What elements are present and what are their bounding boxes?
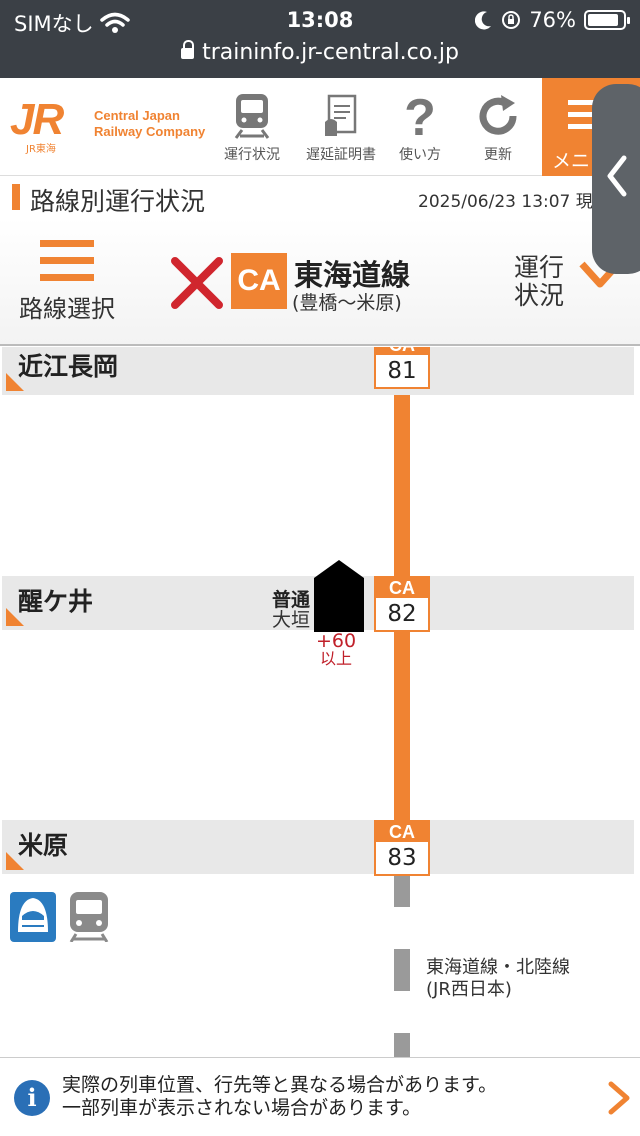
line-select-label: 路線選択 bbox=[19, 295, 115, 323]
clock: 13:08 bbox=[286, 8, 354, 32]
jr-mark: JR bbox=[10, 95, 64, 144]
carrier-area: SIMなし bbox=[14, 8, 130, 38]
chevron-right-icon[interactable] bbox=[606, 1080, 632, 1116]
status-label-1: 運行 bbox=[514, 253, 565, 282]
station-corner-mark bbox=[6, 608, 24, 626]
certificate-icon bbox=[325, 94, 357, 136]
train-front-icon bbox=[234, 94, 270, 139]
status-bar: SIMなし 13:08 76% traininfo.jr-central.co.… bbox=[0, 0, 640, 78]
page-title-row: 路線別運行状況 2025/06/23 13:07 現在 bbox=[0, 176, 640, 218]
station-line-code: CA bbox=[376, 347, 428, 355]
station-number-badge: CA 83 bbox=[374, 820, 430, 876]
shinkansen-icon[interactable] bbox=[10, 892, 56, 942]
train-destination: 大垣 bbox=[271, 609, 310, 631]
nav-refresh[interactable]: 更新 bbox=[462, 88, 534, 164]
question-icon: ? bbox=[404, 91, 436, 141]
list-icon bbox=[40, 240, 94, 281]
url-bar[interactable]: traininfo.jr-central.co.jp bbox=[0, 39, 640, 65]
station-number-badge: CA 81 bbox=[374, 347, 430, 389]
nav-operation-status[interactable]: 運行状況 bbox=[216, 88, 288, 164]
status-label-2: 状況 bbox=[514, 281, 565, 310]
battery-icon bbox=[584, 10, 630, 30]
notice-line-1: 実際の列車位置、行先等と異なる場合があります。 bbox=[62, 1074, 498, 1096]
nav-label: 更新 bbox=[484, 147, 512, 163]
conventional-train-icon[interactable] bbox=[66, 892, 112, 942]
notice-text: 実際の列車位置、行先等と異なる場合があります。 一部列車が表示されない場合があり… bbox=[62, 1074, 497, 1120]
updated-time: 2025/06/23 13:07 現在 bbox=[418, 192, 610, 212]
company-line-2: Railway Company bbox=[94, 124, 206, 139]
station-line-code: CA bbox=[389, 578, 415, 598]
line-bar: 路線選択 CA 東海道線 (豊橋〜米原) 運行 状況 bbox=[0, 218, 640, 346]
company-name: Central Japan Railway Company bbox=[94, 108, 205, 140]
nav-delay-certificate[interactable]: 遅延証明書 bbox=[296, 88, 386, 164]
nav-label: 遅延証明書 bbox=[306, 147, 376, 163]
station-row[interactable]: 米原 bbox=[2, 820, 634, 874]
track-segment-gray bbox=[394, 949, 410, 991]
station-line-code: CA bbox=[389, 822, 415, 842]
operation-status-button[interactable]: 運行 状況 bbox=[514, 254, 564, 310]
connecting-line-operator: (JR西日本) bbox=[426, 979, 512, 1000]
station-number-badge: CA 82 bbox=[374, 576, 430, 632]
station-corner-mark bbox=[6, 852, 24, 870]
lock-icon bbox=[181, 39, 195, 59]
hamburger-icon bbox=[568, 100, 598, 136]
station-number: 82 bbox=[376, 598, 428, 630]
jr-logo[interactable]: JR JR東海 bbox=[10, 98, 82, 158]
delay-suffix: 以上 bbox=[319, 649, 352, 668]
train-type: 普通 bbox=[271, 589, 310, 611]
connecting-line-name: 東海道線・北陸線 bbox=[426, 957, 570, 978]
station-name: 米原 bbox=[18, 831, 69, 860]
route-diagram: 近江長岡 CA 81 醒ケ井 CA 82 普通 大垣 +60 以上 米原 CA … bbox=[0, 347, 640, 1057]
track-segment-gray bbox=[394, 875, 410, 907]
station-name: 近江長岡 bbox=[18, 352, 119, 381]
info-icon: i bbox=[14, 1080, 50, 1116]
nav-label: 運行状況 bbox=[224, 147, 280, 163]
rotation-lock-icon bbox=[502, 11, 521, 29]
line-range: (豊橋〜米原) bbox=[292, 292, 402, 314]
station-row[interactable]: 近江長岡 bbox=[2, 347, 634, 395]
track-segment-gray bbox=[394, 1033, 410, 1057]
connecting-line-label: 東海道線・北陸線 (JR西日本) bbox=[426, 957, 570, 1001]
moon-icon bbox=[475, 11, 492, 30]
station-name: 醒ケ井 bbox=[18, 587, 94, 616]
site-header: JR JR東海 Central Japan Railway Company 運行… bbox=[0, 78, 640, 176]
delay-indicator: +60 以上 bbox=[310, 632, 362, 668]
notice-line-2: 一部列車が表示されない場合があります。 bbox=[62, 1097, 422, 1119]
battery-percent: 76% bbox=[529, 8, 576, 32]
url-text: traininfo.jr-central.co.jp bbox=[202, 40, 459, 65]
station-number: 83 bbox=[376, 842, 428, 874]
nav-label: 使い方 bbox=[399, 147, 441, 163]
station-corner-mark bbox=[6, 373, 24, 391]
logo-subtitle: JR東海 bbox=[26, 144, 56, 155]
company-line-1: Central Japan bbox=[94, 108, 180, 123]
line-name: 東海道線 bbox=[294, 258, 411, 292]
title-accent-bar bbox=[12, 184, 20, 210]
line-code-badge: CA bbox=[231, 253, 287, 309]
carrier-label: SIMなし bbox=[14, 12, 94, 36]
side-panel-tab[interactable] bbox=[592, 84, 640, 274]
page-title: 路線別運行状況 bbox=[30, 187, 206, 216]
status-icons: 76% bbox=[475, 8, 630, 32]
station-number: 81 bbox=[376, 355, 428, 387]
train-marker-icon[interactable] bbox=[314, 560, 364, 632]
wifi-icon bbox=[99, 12, 130, 33]
chevron-left-icon bbox=[607, 155, 627, 197]
delay-minutes: +60 bbox=[315, 630, 357, 652]
notice-bar[interactable]: i 実際の列車位置、行先等と異なる場合があります。 一部列車が表示されない場合が… bbox=[0, 1057, 640, 1136]
svg-text:?: ? bbox=[404, 91, 436, 141]
refresh-icon bbox=[479, 95, 517, 135]
line-select-button[interactable]: 路線選択 bbox=[8, 240, 126, 324]
nav-help[interactable]: ? 使い方 bbox=[384, 88, 456, 164]
suspended-x-icon bbox=[171, 257, 223, 309]
